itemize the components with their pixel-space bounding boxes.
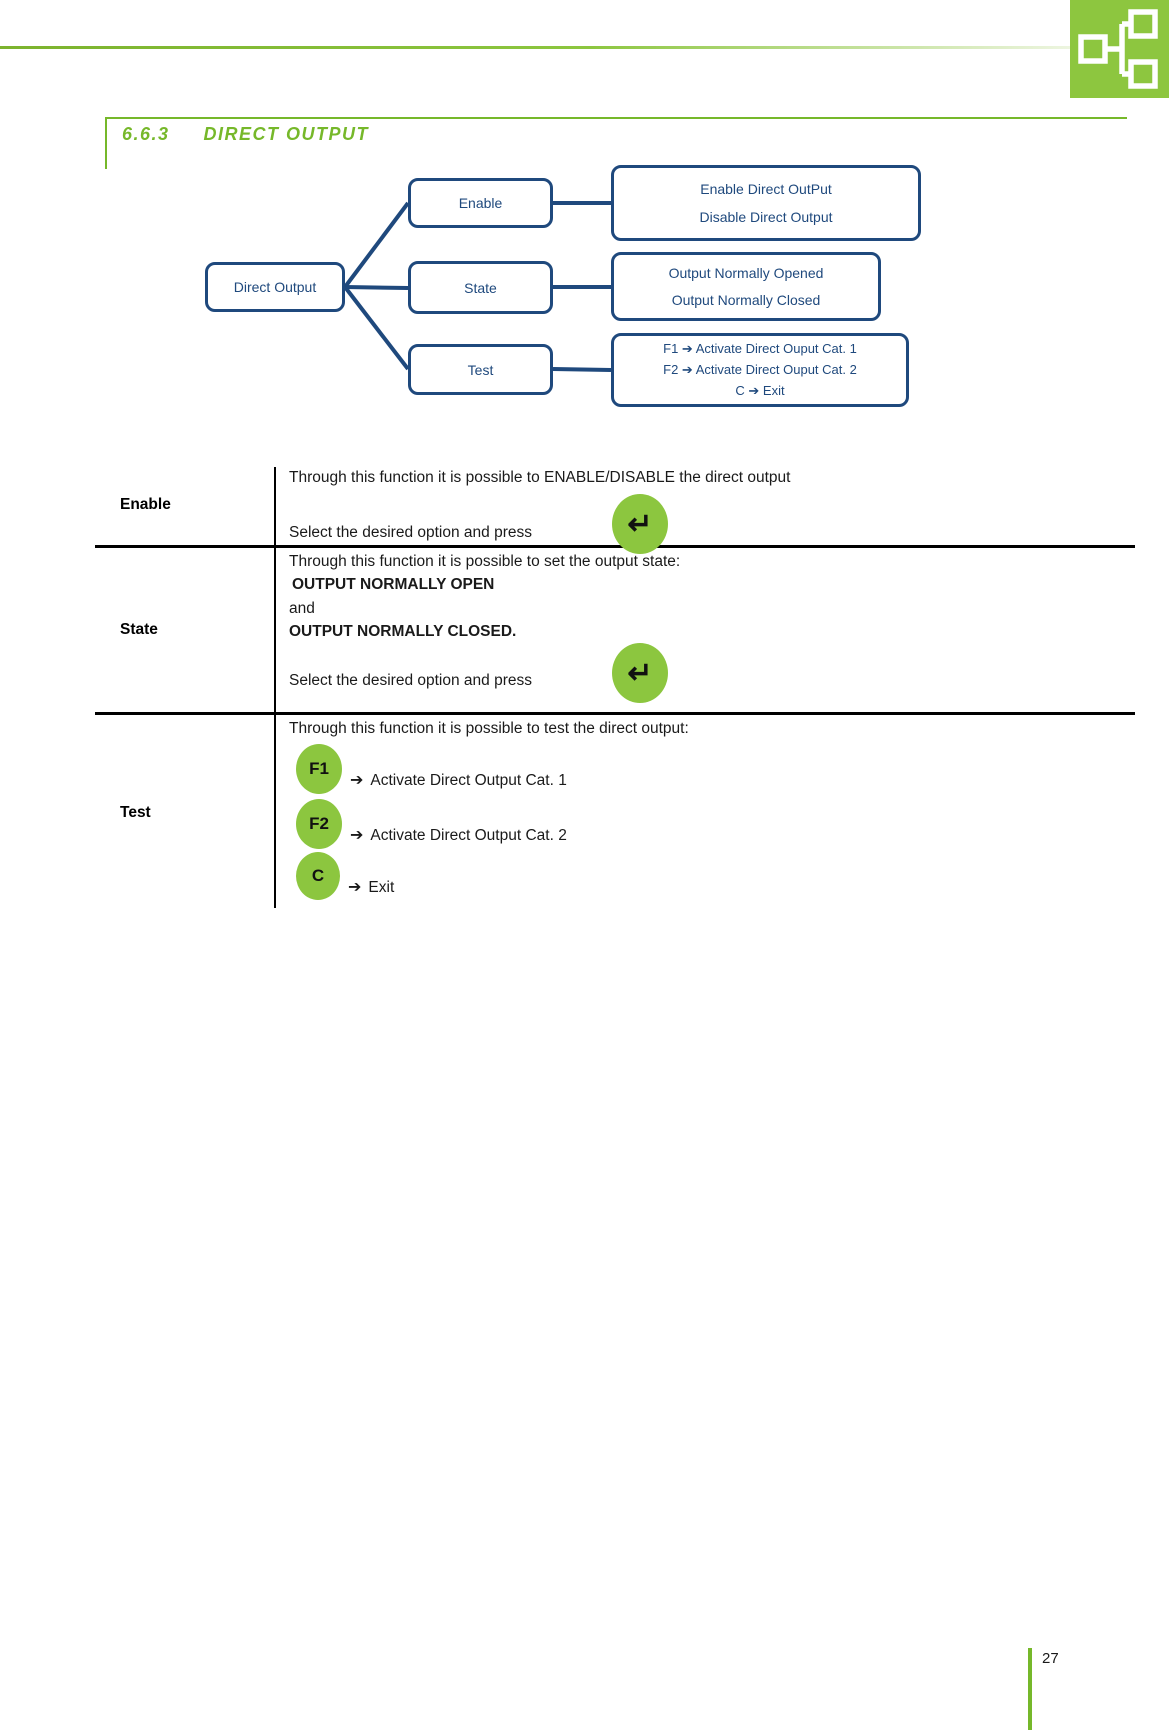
state-intro: Through this function it is possible to … xyxy=(289,553,681,570)
flowchart-option: Output Normally Opened xyxy=(668,265,824,282)
test-action-text: Exit xyxy=(368,879,395,896)
state-option-open: OUTPUT NORMALLY OPEN xyxy=(292,576,495,593)
table-column-divider xyxy=(274,467,276,908)
flowchart-option: F1 ➔ Activate Direct Ouput Cat. 1 xyxy=(663,341,857,356)
state-select-text: Select the desired option and press xyxy=(289,672,532,689)
test-action-text: Activate Direct Output Cat. 1 xyxy=(370,772,567,789)
brand-logo xyxy=(1070,0,1169,98)
right-arrow-icon: ➔ xyxy=(348,879,362,896)
section-title: DIRECT OUTPUT xyxy=(203,124,370,144)
enable-select-text: Select the desired option and press xyxy=(289,524,532,541)
enter-key-icon: ↵ xyxy=(627,507,653,541)
section-heading: 6.6.3 DIRECT OUTPUT xyxy=(122,124,369,145)
flowchart-node-label: State xyxy=(464,279,497,296)
c-key-button: C xyxy=(296,852,340,900)
footer-double-rule xyxy=(1028,1648,1032,1730)
flowchart-node-label: Test xyxy=(467,361,494,378)
flowchart-node-enable: Enable xyxy=(408,178,553,228)
row-label-test: Test xyxy=(120,804,151,821)
section-number: 6.6.3 xyxy=(122,124,170,144)
right-arrow-icon: ➔ xyxy=(350,827,364,844)
f1-key-label: F1 xyxy=(309,759,329,778)
test-action-c: ➔ Exit xyxy=(348,877,394,897)
c-key-label: C xyxy=(311,866,325,885)
right-arrow-icon: ➔ xyxy=(350,772,364,789)
enable-description: Through this function it is possible to … xyxy=(289,469,791,486)
f2-key-button: F2 xyxy=(296,799,342,849)
flowchart-node-state: State xyxy=(408,261,553,314)
enter-key-button: ↵ xyxy=(612,494,668,554)
f1-key-button: F1 xyxy=(296,744,342,794)
test-action-f1: ➔ Activate Direct Output Cat. 1 xyxy=(350,770,567,790)
flowchart-option: Enable Direct OutPut xyxy=(700,180,832,197)
flowchart-connectors xyxy=(343,201,612,372)
page-number: 27 xyxy=(1042,1650,1059,1667)
enter-key-icon: ↵ xyxy=(627,656,653,690)
flowchart-root-node: Direct Output xyxy=(205,262,345,312)
row-label-enable: Enable xyxy=(120,496,171,513)
flowchart-options-state: Output Normally Opened Output Normally C… xyxy=(611,252,881,321)
flowchart-option: F2 ➔ Activate Direct Ouput Cat. 2 xyxy=(663,362,857,377)
enter-key-button: ↵ xyxy=(612,643,668,703)
f2-key-label: F2 xyxy=(309,814,329,833)
test-action-text: Activate Direct Output Cat. 2 xyxy=(370,827,567,844)
flowchart-options-test: F1 ➔ Activate Direct Ouput Cat. 1 F2 ➔ A… xyxy=(611,333,909,407)
test-intro: Through this function it is possible to … xyxy=(289,720,689,737)
table-row-divider xyxy=(95,545,1135,548)
flowchart-option: Output Normally Closed xyxy=(671,291,821,308)
flowchart-root-label: Direct Output xyxy=(233,279,317,295)
flowchart-option: C ➔ Exit xyxy=(735,383,785,398)
state-conjunction: and xyxy=(289,600,315,617)
table-row-divider xyxy=(95,712,1135,715)
state-option-closed: OUTPUT NORMALLY CLOSED. xyxy=(289,623,517,640)
row-label-state: State xyxy=(120,621,158,638)
section-heading-box xyxy=(105,117,1127,169)
network-tree-icon xyxy=(1078,9,1158,89)
flowchart-node-label: Enable xyxy=(458,195,503,211)
flowchart-options-enable: Enable Direct OutPut Disable Direct Outp… xyxy=(611,165,921,241)
test-action-f2: ➔ Activate Direct Output Cat. 2 xyxy=(350,825,567,845)
flowchart-node-test: Test xyxy=(408,344,553,395)
flowchart-option: Disable Direct Output xyxy=(699,209,833,226)
header-divider-line xyxy=(0,46,1070,49)
